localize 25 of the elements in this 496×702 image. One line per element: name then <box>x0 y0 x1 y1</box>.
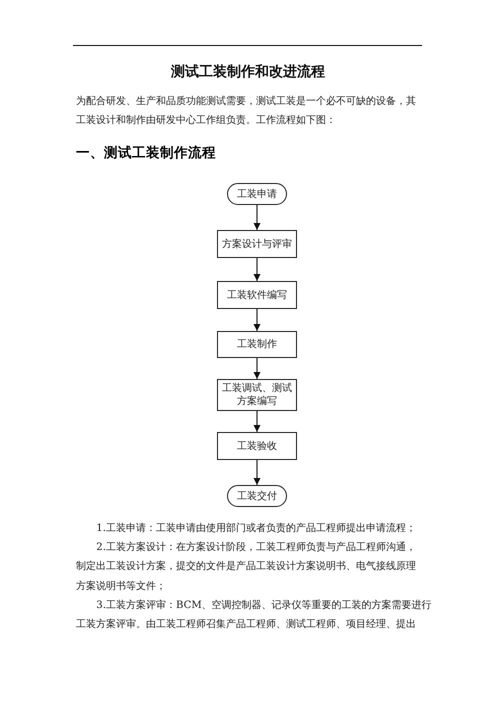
intro-paragraph: 为配合研发、生产和品质功能测试需要，测试工装是一个必不可缺的设备，其工装设计和制作由研发中心工作组负责。工作流程如下图： <box>76 94 417 128</box>
box-label: 方案设计与评审 <box>222 238 292 250</box>
terminal-pill <box>227 485 287 507</box>
box-label: 工装验收 <box>237 440 277 452</box>
list-item-paragraph: 2.工装方案设计：在方案设计阶段，工装工程师负责与产品工程师沟通，制定出工装设计方案，提交的文件是产品工装设计方案说明书、电气接线原理方案说明书等文件； <box>76 540 417 594</box>
process-box <box>217 230 297 258</box>
flow-arrow <box>254 460 260 486</box>
terminal-pill <box>227 183 287 205</box>
flow-arrow <box>254 410 260 432</box>
list-item-paragraph: 3.工装方案评审：BCM、空调控制器、记录仪等重要的工装的方案需要进行工装方案评审。由工装工程师召集产品工程师、测试工程师、项目经理、提出 <box>76 598 433 632</box>
flow-arrow <box>254 258 260 282</box>
box-label: 工装制作 <box>237 338 277 351</box>
box-label: 工装申请 <box>237 188 277 200</box>
box-label: 工装软件编写 <box>227 288 287 302</box>
process-box <box>217 432 297 460</box>
process-box <box>217 281 297 309</box>
document-title: 测试工装制作和改进流程 <box>171 62 325 82</box>
flow-arrow <box>254 204 260 230</box>
section-heading: 一、测试工装制作流程 <box>76 144 216 162</box>
list-item-paragraph: 1.工装申请：工装申请由使用部门或者负责的产品工程师提出申请流程； <box>95 522 417 536</box>
process-box <box>217 331 297 358</box>
flow-arrow <box>254 308 260 332</box>
box-label: 工装交付 <box>237 490 277 502</box>
box-label: 工装调试、测试方案编写 <box>221 382 293 408</box>
flow-arrow <box>254 358 260 380</box>
